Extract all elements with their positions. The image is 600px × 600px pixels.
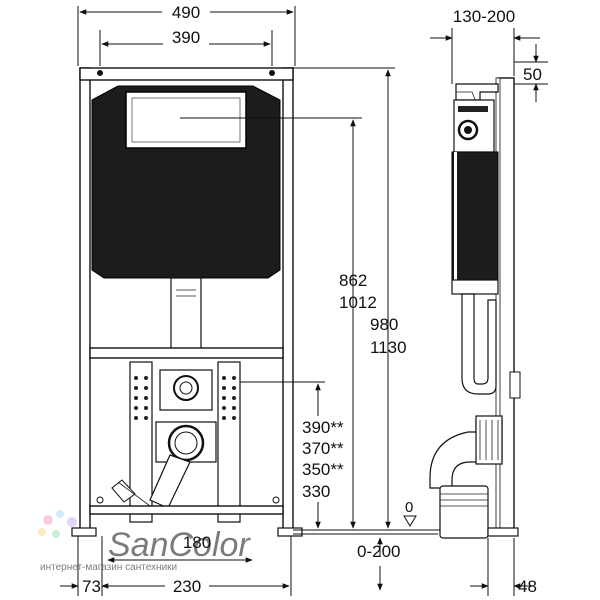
- dim-top-offset: 50: [514, 44, 548, 102]
- right-foot: [277, 527, 303, 537]
- label-outlet-height-4: 330: [302, 482, 330, 501]
- side-tank-body: [451, 151, 499, 281]
- dim-side-depth: 130-200: [430, 7, 540, 84]
- frame-middle-rail: [89, 347, 284, 359]
- support-plate-left: [129, 361, 153, 523]
- dim-overall-width: 490: [77, 1, 296, 66]
- dim-bottom-depth: 48: [470, 538, 537, 596]
- drain-outlet-ring: [167, 424, 205, 462]
- dim-floor-range: 0-200: [293, 529, 438, 591]
- frame-top-rail: [79, 67, 294, 81]
- label-overall-width: 490: [172, 3, 200, 22]
- dim-tank-height: 862 1012: [339, 119, 377, 529]
- left-foot: [71, 527, 97, 537]
- drain-elbow-pipe: [149, 454, 191, 509]
- label-hole-spacing: 390: [172, 28, 200, 47]
- side-foot: [487, 527, 519, 537]
- label-drain-spacing: 180: [183, 533, 211, 552]
- side-flush-pipe: [461, 293, 497, 395]
- frame-left-post: [79, 67, 91, 531]
- label-outlet-height-1: 390**: [302, 418, 344, 437]
- dim-overall-height: 980 1130: [370, 69, 407, 529]
- mount-hole-right: [269, 70, 275, 76]
- label-floor-zero: 0: [405, 499, 413, 516]
- label-overall-height-a: 980: [370, 315, 398, 334]
- label-outlet-height-2: 370**: [302, 439, 344, 458]
- watermark: SanColor интернет-магазин сантехники: [38, 510, 251, 573]
- label-tank-height-b: 1012: [339, 293, 377, 312]
- dim-outlet-height: 390** 370** 350** 330: [300, 383, 352, 529]
- label-bottom-depth: 48: [518, 577, 537, 596]
- water-inlet-ring: [173, 375, 199, 401]
- support-plate-right: [217, 361, 241, 523]
- dim-bottom: 73 230 180: [60, 531, 292, 596]
- label-foot-spacing: 230: [173, 577, 201, 596]
- label-tank-height-a: 862: [339, 271, 367, 290]
- watermark-brand: SanColor: [108, 526, 251, 564]
- floor-level-symbol: 0: [403, 499, 440, 531]
- side-drain-outlet: [439, 485, 489, 539]
- frame-bottom-rail: [89, 505, 284, 515]
- flush-plate-opening: [125, 91, 247, 149]
- dim-hole-spacing: 390: [99, 27, 273, 66]
- label-outlet-height-3: 350**: [302, 460, 344, 479]
- label-floor-range: 0-200: [357, 542, 400, 561]
- label-overall-height-b: 1130: [370, 338, 407, 357]
- mount-hole-left: [97, 70, 103, 76]
- label-depth-range: 130-200: [453, 7, 515, 26]
- label-left-offset: 73: [82, 577, 101, 596]
- label-top-offset: 50: [523, 65, 542, 84]
- front-view: [71, 67, 303, 537]
- side-view: [429, 77, 521, 539]
- frame-right-post: [282, 67, 294, 531]
- flush-pipe: [170, 277, 202, 351]
- watermark-tagline: интернет-магазин сантехники: [40, 562, 177, 573]
